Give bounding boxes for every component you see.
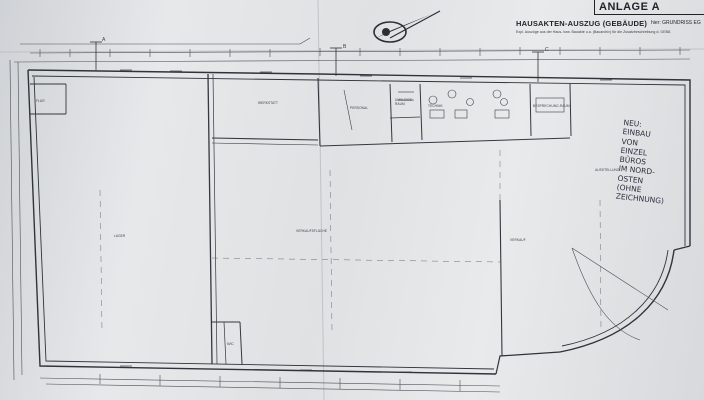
section-mark-a: A: [102, 37, 106, 43]
outer-walls: [27, 69, 691, 375]
room-label-umkleide: UMKLEIDE-RAUM: [395, 98, 414, 106]
page-title: HAUSAKTEN-AUSZUG (GEBÄUDE): [516, 19, 648, 28]
page-subtitle: Expl. Auszüge aus der Haus- bzw. Bauakte…: [516, 30, 671, 34]
room-label-werkstatt: WERKSTATT: [258, 101, 279, 105]
wall-ticks: [120, 69, 612, 373]
room-label-flur: FLUR: [36, 99, 45, 103]
room-label-besprechung: BESPRECHUNG-RAUM: [533, 104, 570, 108]
dimension-ticks-top: [39, 47, 681, 57]
room-label-verkaufsflaeche: VERKAUFSFLÄCHE: [296, 229, 328, 233]
section-mark-c: C: [545, 47, 549, 53]
section-markers: [90, 41, 544, 82]
axis-lines: [99, 150, 602, 331]
interior-walls: [30, 73, 572, 365]
sanitary-fixtures: [343, 89, 565, 131]
dimension-chain-bottom: [39, 374, 501, 393]
comet-emblem-icon: [373, 10, 441, 43]
handwritten-note: NEU: EINBAU VON EINZEL BÜROS IM NORD- OS…: [615, 118, 672, 206]
section-mark-b: B: [343, 44, 347, 50]
attachment-stamp: ANLAGE A: [594, 0, 704, 15]
room-label-technik: TECHNIK: [428, 104, 443, 108]
door-swing: [571, 247, 669, 341]
room-label-verkauf: VERKAUF: [510, 238, 526, 242]
room-label-wc: WC: [227, 341, 234, 346]
page-title-extra: hier: GRUNDRISS EG: [651, 20, 701, 26]
room-label-ausstellung: AUSSTELLUNG: [595, 168, 620, 172]
room-label-lager: LAGER: [114, 234, 126, 238]
room-label-personal: PERSONAL: [350, 106, 369, 110]
dimension-chain-left: [9, 59, 23, 381]
